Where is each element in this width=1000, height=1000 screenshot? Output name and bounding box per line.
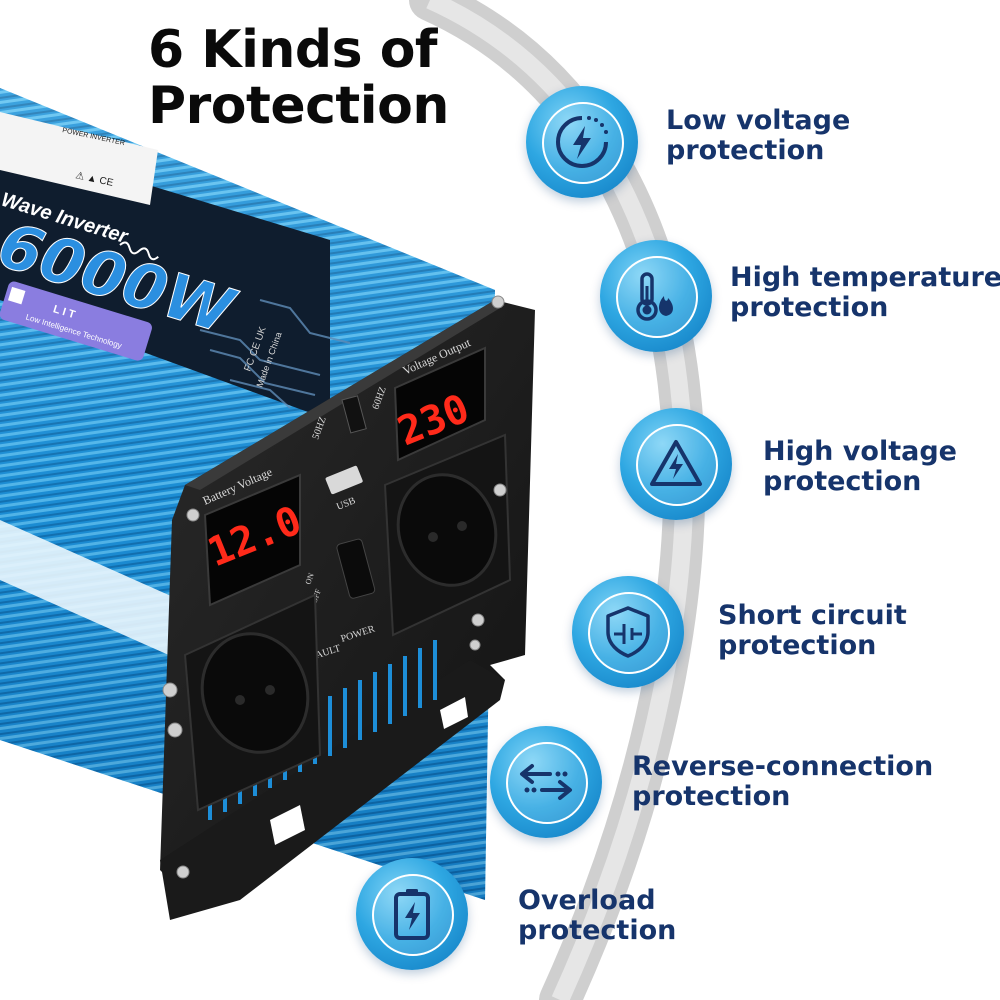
spec-sticker — [0, 112, 158, 205]
battery-bolt-icon — [394, 889, 430, 940]
feature-badge — [600, 240, 712, 352]
feature-label-line-1: Reverse-connection — [632, 751, 934, 782]
power-switch — [336, 538, 376, 599]
feature-high-temperature: High temperature protection — [600, 240, 1000, 355]
headline-line-2: Protection — [148, 76, 449, 136]
socket-left — [183, 593, 322, 812]
feature-label: High voltage protection — [763, 437, 957, 497]
feature-label: Reverse-connection protection — [632, 752, 933, 812]
socket-right — [383, 433, 512, 637]
feature-badge — [526, 86, 638, 198]
feature-label: Short circuit protection — [718, 601, 907, 661]
mounting-foot — [160, 660, 505, 920]
feature-label: Low voltage protection — [666, 106, 850, 166]
feature-label-line-1: Low voltage — [666, 105, 851, 136]
feature-reverse-connection: Reverse-connection protection — [490, 726, 933, 841]
brand-badge — [0, 281, 152, 361]
feature-high-voltage: High voltage protection — [620, 408, 957, 523]
lightning-dotted-ring-icon — [556, 116, 608, 168]
feature-label-line-1: High voltage — [763, 436, 957, 467]
thermometer-flame-icon — [636, 272, 673, 321]
feature-label: High temperature protection — [730, 263, 1000, 323]
feature-low-voltage: Low voltage protection — [526, 86, 856, 201]
feature-badge — [356, 858, 468, 970]
feature-overload: Overload protection — [356, 858, 686, 973]
feature-label-line-2: protection — [518, 915, 677, 946]
feature-label-line-2: protection — [718, 630, 877, 661]
feature-badge — [620, 408, 732, 520]
feature-label: Overload protection — [518, 886, 676, 946]
feature-label-line-1: High temperature — [730, 262, 1000, 293]
feature-label-line-1: Overload — [518, 885, 656, 916]
on-label: ON — [303, 572, 315, 586]
usb-port — [325, 465, 363, 495]
frequency-switch — [341, 395, 367, 434]
headline: 6 Kinds of Protection — [148, 22, 449, 134]
feature-label-line-1: Short circuit — [718, 600, 907, 631]
feature-label-line-2: protection — [666, 135, 825, 166]
feature-label-line-2: protection — [763, 466, 922, 497]
feature-badge — [490, 726, 602, 838]
feature-short-circuit: Short circuit protection — [572, 576, 907, 691]
shield-circuit-icon — [606, 606, 650, 658]
feature-label-line-2: protection — [730, 292, 889, 323]
feature-label-line-2: protection — [632, 781, 791, 812]
headline-line-1: 6 Kinds of — [148, 20, 438, 80]
feature-badge — [572, 576, 684, 688]
high-voltage-warning-icon — [650, 440, 702, 486]
reverse-arrows-icon — [520, 764, 572, 800]
